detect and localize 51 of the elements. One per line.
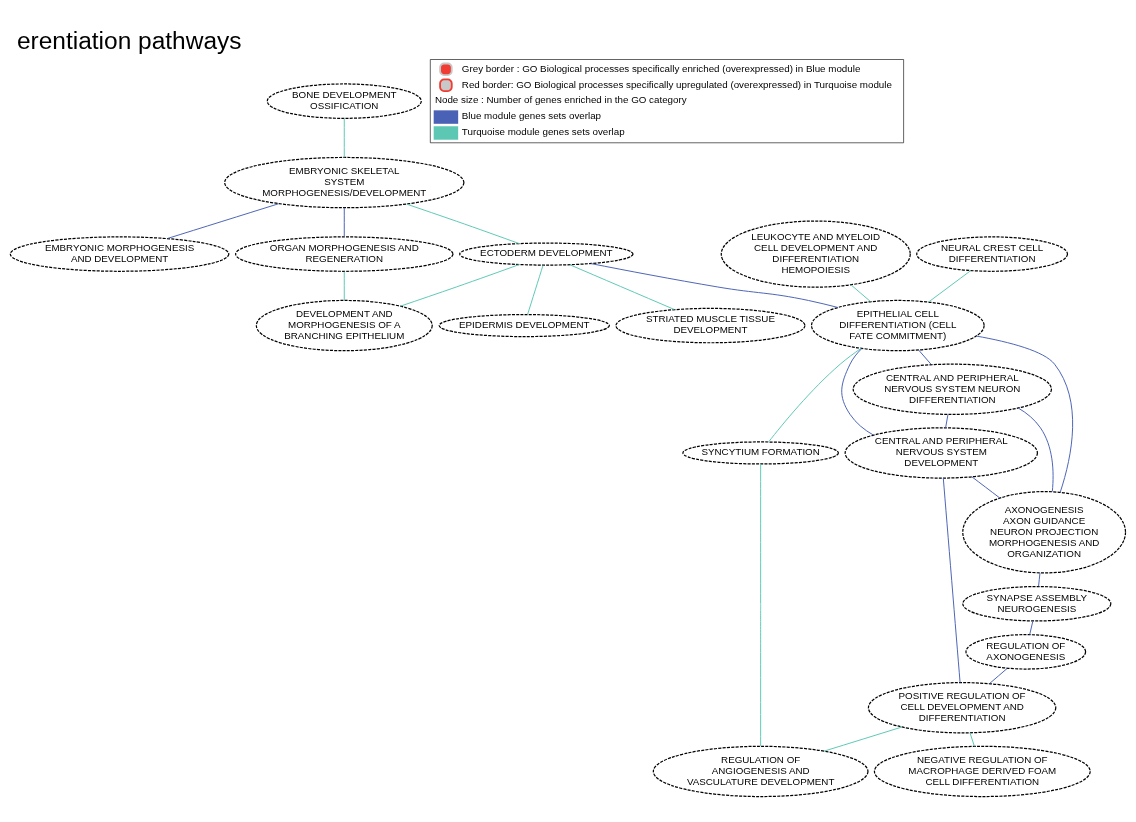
connector: [823, 726, 903, 752]
node-ellipse: DEVELOPMENT AND MORPHOGENESIS OF A BRANCHING EPITHELIUM: [255, 299, 433, 351]
connector: [167, 202, 280, 239]
node-ellipse: EPIDERMIS DEVELOPMENT: [438, 313, 610, 337]
connector: [989, 667, 1008, 684]
node-ellipse: EMBRYONIC MORPHOGENESIS AND DEVELOPMENT: [9, 235, 230, 272]
connector: [569, 263, 675, 310]
connector: [945, 413, 949, 428]
connector: [768, 347, 862, 442]
connector: [1029, 620, 1034, 635]
node-ellipse: EMBRYONIC SKELETAL SYSTEM MORPHOGENESIS/DEVELOPMENT: [224, 156, 465, 208]
diagram-title: erentiation pathways: [16, 25, 242, 53]
node-ellipse: LEUKOCYTE AND MYELOID CELL DEVELOPMENT AND DIFFERENTIATION HEMOPOIESIS: [720, 219, 911, 288]
connector: [971, 475, 1001, 498]
connector: [527, 264, 544, 315]
connector: [406, 203, 520, 244]
legend-label: Turquoise module genes sets overlap: [461, 125, 625, 137]
legend-label: Grey border : GO Biological processes specifically enriched (overexpressed) in Blue module: [461, 62, 861, 74]
connector: [841, 347, 874, 436]
connector: [343, 206, 345, 237]
node-ellipse: REGULATION OF AXONOGENESIS: [965, 633, 1087, 670]
node-ellipse: SYNCYTIUM FORMATION: [682, 440, 839, 465]
node-ellipse: STRIATED MUSCLE TISSUE DEVELOPMENT: [615, 307, 806, 343]
node-ellipse: POSITIVE REGULATION OF CELL DEVELOPMENT AND DIFFERENTIATION: [867, 681, 1057, 733]
connector: [343, 117, 345, 158]
node-ellipse: NEGATIVE REGULATION OF MACROPHAGE DERIVED FOAM CELL DIFFERENTIATION: [873, 745, 1091, 797]
connector: [590, 262, 839, 308]
node-ellipse: REGULATION OF ANGIOGENESIS AND VASCULATURE DEVELOPMENT: [652, 745, 869, 797]
connector: [975, 335, 1074, 493]
connector: [969, 731, 975, 747]
node-ellipse: NEURAL CREST CELL DIFFERENTIATION: [916, 235, 1069, 272]
connector: [760, 463, 762, 747]
node-ellipse: EPITHELIAL CELL DIFFERENTIATION (CELL FATE COMMITMENT): [810, 299, 985, 351]
connector: [1017, 407, 1054, 492]
legend-label: Blue module genes sets overlap: [461, 109, 602, 121]
node-ellipse: ORGAN MORPHOGENESIS AND REGENERATION: [235, 235, 454, 272]
connector: [850, 283, 872, 302]
connector: [400, 263, 520, 307]
node-ellipse: CENTRAL AND PERIPHERAL NERVOUS SYSTEM DEVELOPMENT: [844, 426, 1038, 479]
node-ellipse: AXONOGENESIS AXON GUIDANCE NEURON PROJECTION MORPHOGENESIS AND ORGANIZATION: [962, 490, 1127, 574]
connector: [928, 269, 971, 302]
connector: [343, 270, 345, 301]
node-ellipse: ECTODERM DEVELOPMENT: [459, 241, 634, 266]
node-ellipse: BONE DEVELOPMENT OSSIFICATION: [266, 82, 422, 119]
connector: [1038, 571, 1041, 587]
connector: [918, 349, 932, 365]
label: Node size : Number of genes enriched in the GO category: [434, 93, 687, 105]
connector: [942, 477, 961, 683]
node-ellipse: CENTRAL AND PERIPHERAL NERVOUS SYSTEM NEURON DIFFERENTIATION: [852, 363, 1052, 415]
legend-label: Red border: GO Biological processes specifically upregulated (overexpressed) in Turquoise module: [461, 78, 892, 90]
node-ellipse: SYNAPSE ASSEMBLY NEUROGENESIS: [962, 585, 1112, 622]
